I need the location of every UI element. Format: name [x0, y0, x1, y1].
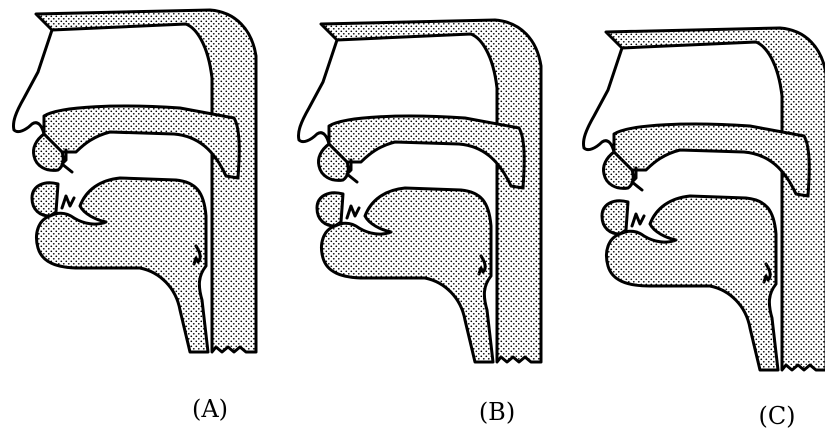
panel-a	[13, 10, 256, 352]
panel-label-a: (A)	[192, 395, 228, 423]
vocal-tract-section-c	[583, 28, 825, 370]
panel-label-b: (B)	[479, 398, 515, 426]
vocal-tract-section-b	[298, 20, 541, 362]
panel-c	[583, 28, 825, 370]
vocal-tract-section-a	[13, 10, 256, 352]
panel-b	[298, 20, 541, 362]
panel-label-c: (C)	[758, 402, 795, 430]
